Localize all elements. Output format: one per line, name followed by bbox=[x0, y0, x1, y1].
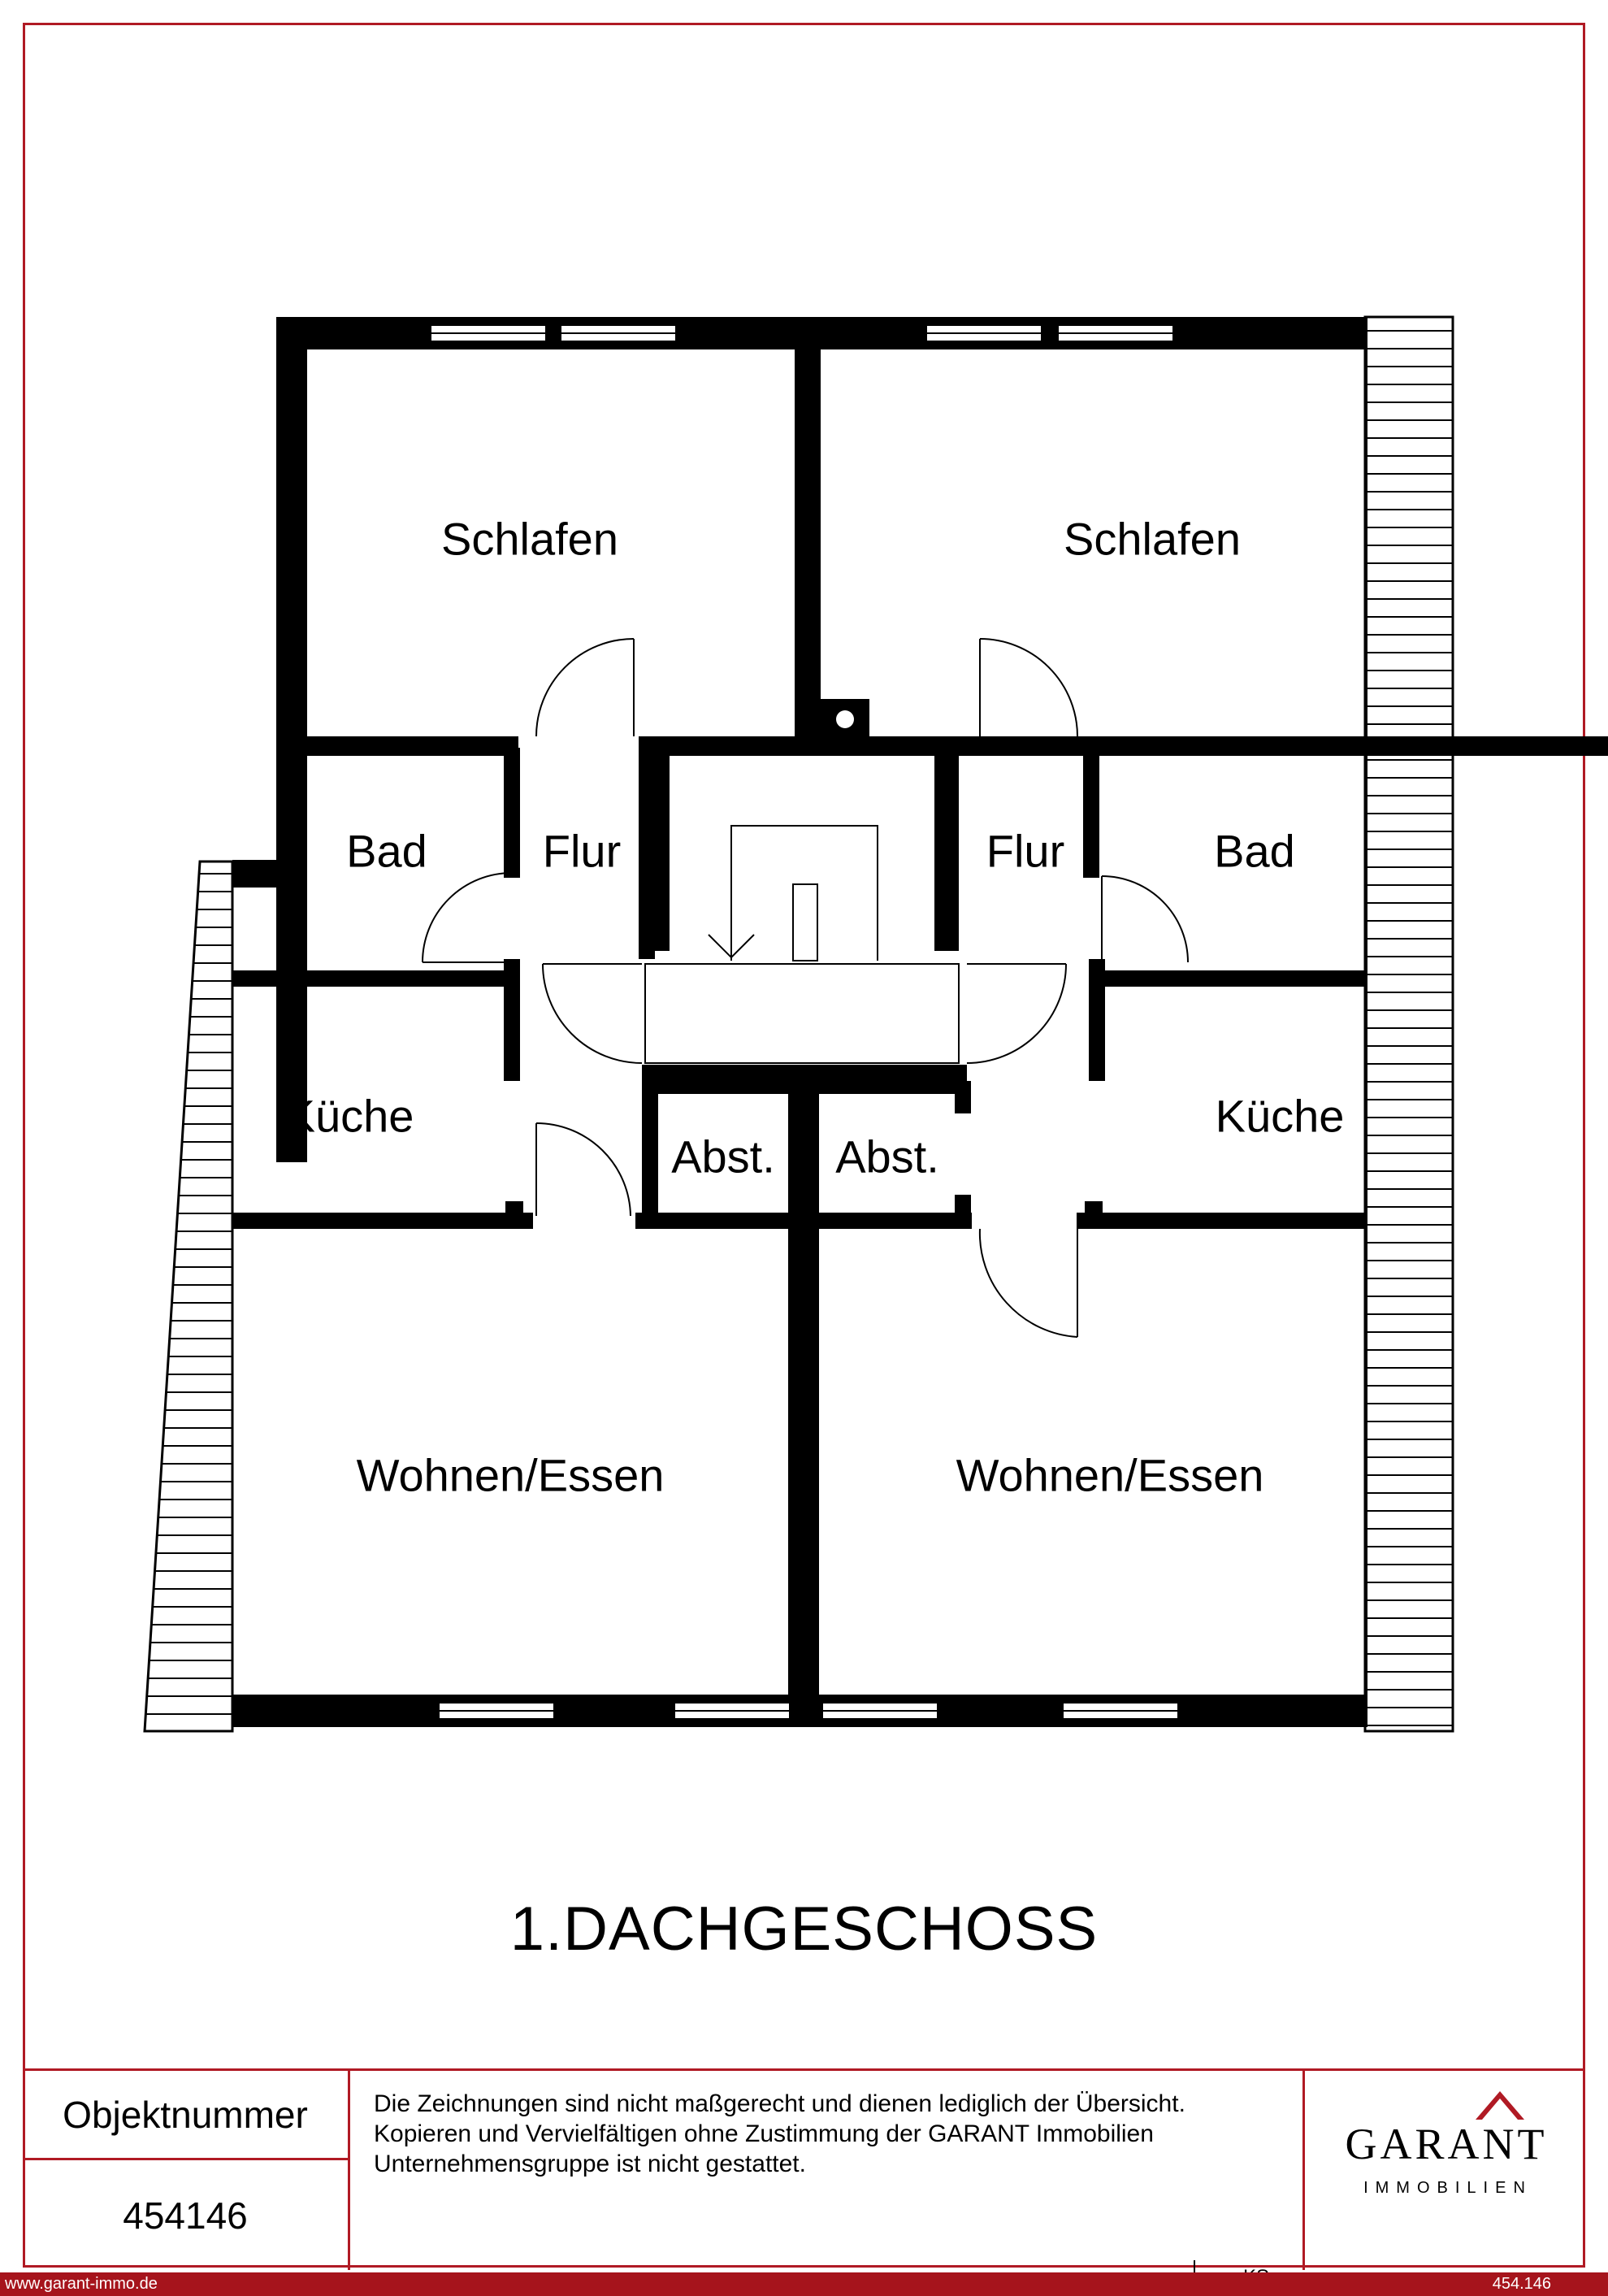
roof-slope-right bbox=[1363, 315, 1454, 1733]
room-label-schlafen-right: Schlafen bbox=[1064, 513, 1241, 565]
room-label-wohnen-right: Wohnen/Essen bbox=[956, 1449, 1264, 1501]
logo-subtext: IMMOBILIEN bbox=[1363, 2179, 1532, 2197]
garant-logo-mark: GARANT IMMOBILIEN bbox=[1346, 2091, 1548, 2197]
object-number-value: 454146 bbox=[23, 2160, 350, 2270]
room-label-abst-right: Abst. bbox=[835, 1131, 939, 1183]
room-label-bad-left: Bad bbox=[346, 825, 427, 877]
disclaimer: Die Zeichnungen sind nicht maßgerecht un… bbox=[374, 2089, 1276, 2179]
footer-bar: www.garant-immo.de 454.146 bbox=[0, 2272, 1608, 2296]
logo-text: GARANT bbox=[1346, 2120, 1548, 2168]
interior-walls bbox=[232, 317, 1608, 1699]
room-label-flur-right: Flur bbox=[986, 825, 1065, 877]
room-label-wohnen-left: Wohnen/Essen bbox=[356, 1449, 665, 1501]
floor-title: 1.DACHGESCHOSS bbox=[509, 1895, 1099, 1964]
disclaimer-line: Die Zeichnungen sind nicht maßgerecht un… bbox=[374, 2090, 1185, 2117]
room-label-kueche-left: Küche bbox=[284, 1090, 414, 1142]
roof-slope-left bbox=[143, 860, 234, 1733]
garant-logo: GARANT IMMOBILIEN bbox=[1302, 2071, 1585, 2270]
footer-reference: 454.146 bbox=[1492, 2275, 1551, 2293]
doors bbox=[422, 638, 1189, 1338]
stair-core bbox=[644, 825, 960, 1064]
room-label-abst-left: Abst. bbox=[671, 1131, 775, 1183]
floor-plan bbox=[143, 315, 1608, 1733]
disclaimer-line: Unternehmensgruppe ist nicht gestattet. bbox=[374, 2151, 806, 2177]
room-label-kueche-right: Küche bbox=[1215, 1090, 1345, 1142]
room-label-flur-left: Flur bbox=[542, 825, 622, 877]
page-frame bbox=[23, 23, 1585, 2268]
windows-top bbox=[430, 324, 1174, 342]
object-number-label: Objektnummer bbox=[23, 2071, 350, 2160]
footer-website-link[interactable]: www.garant-immo.de bbox=[5, 2275, 158, 2293]
room-label-bad-right: Bad bbox=[1214, 825, 1295, 877]
room-label-schlafen-left: Schlafen bbox=[441, 513, 618, 565]
disclaimer-line: Kopieren und Vervielfältigen ohne Zustim… bbox=[374, 2120, 1154, 2147]
windows-bottom bbox=[438, 1702, 1179, 1720]
info-block: Objektnummer 454146 Die Zeichnungen sind… bbox=[23, 2068, 1585, 2270]
